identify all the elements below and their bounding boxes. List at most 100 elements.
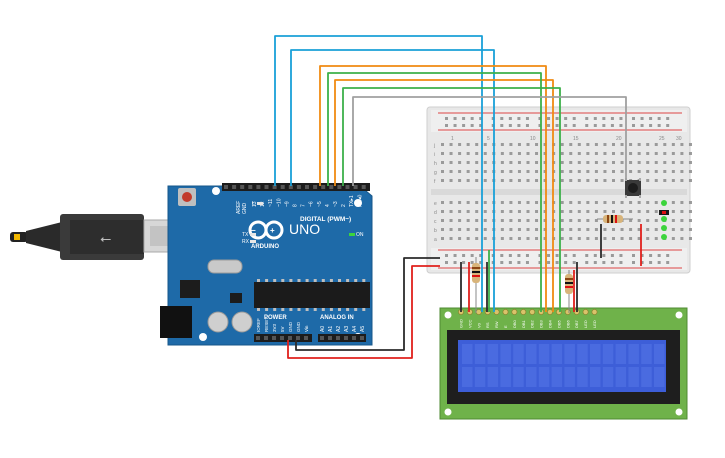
gnd-label: GND: [242, 203, 248, 215]
header-pin[interactable]: [288, 336, 292, 340]
header-pin[interactable]: [353, 185, 358, 189]
lcd-pin[interactable]: [564, 309, 571, 315]
lcd-cell: [564, 344, 575, 364]
rail-hole: [610, 124, 614, 127]
lcd-cell: [641, 367, 652, 387]
digital-pin-label: ~5: [317, 201, 323, 207]
push-button[interactable]: [625, 178, 641, 198]
rail-hole: [470, 261, 474, 264]
breadboard-hole: [577, 152, 581, 155]
header-pin[interactable]: [288, 185, 293, 189]
header-pin[interactable]: [224, 185, 228, 189]
reset-button[interactable]: [178, 188, 196, 206]
header-pin[interactable]: [336, 336, 340, 340]
header-pin[interactable]: [280, 336, 284, 340]
analog-header-label: ANALOG IN: [320, 315, 354, 321]
header-pin[interactable]: [305, 185, 309, 189]
power-pin-label: IOREF: [256, 318, 261, 332]
rail-hole: [619, 261, 623, 264]
header-pin[interactable]: [232, 185, 237, 189]
header-pin[interactable]: [240, 185, 245, 189]
breadboard-hole: [577, 179, 581, 182]
breadboard-hole: [535, 210, 539, 213]
header-pin[interactable]: [280, 185, 285, 189]
breadboard-hole: [680, 170, 684, 173]
header-pin[interactable]: [352, 336, 356, 340]
header-pin[interactable]: [248, 185, 253, 189]
header-pin[interactable]: [328, 336, 332, 340]
chip-pin: [273, 308, 277, 311]
breadboard-hole: [654, 210, 658, 213]
header-pin[interactable]: [321, 185, 326, 189]
power-pin-label: RESET: [264, 317, 269, 332]
breadboard-hole: [509, 228, 513, 231]
breadboard-hole: [637, 228, 641, 231]
header-pin[interactable]: [360, 336, 364, 340]
rail-hole: [500, 117, 504, 120]
header-pin[interactable]: [296, 185, 301, 189]
breadboard-hole: [680, 219, 684, 222]
breadboard-hole: [586, 143, 590, 146]
rail-hole: [547, 254, 551, 257]
rail-hole: [555, 124, 559, 127]
column-number: 25: [659, 136, 665, 142]
aref-label: AREF: [236, 201, 242, 214]
rail-hole: [538, 124, 542, 127]
breadboard-hole: [509, 143, 513, 146]
breadboard-hole: [560, 161, 564, 164]
lcd-pin[interactable]: [475, 309, 482, 315]
chip-pin: [329, 308, 333, 311]
header-pin[interactable]: [320, 336, 324, 340]
breadboard-hole: [688, 237, 692, 240]
lcd-pin[interactable]: [529, 309, 536, 315]
header-pin[interactable]: [272, 336, 276, 340]
breadboard-hole: [526, 201, 530, 204]
breadboard-hole: [466, 210, 470, 213]
breadboard-hole: [671, 179, 675, 182]
header-pin[interactable]: [329, 185, 334, 189]
header-pin[interactable]: [345, 185, 350, 189]
header-pin[interactable]: [313, 185, 318, 189]
lcd-pin[interactable]: [520, 309, 527, 315]
lcd-pin[interactable]: [511, 309, 518, 315]
header-pin[interactable]: [296, 336, 300, 340]
chip-pin: [289, 308, 293, 311]
header-pin[interactable]: [256, 336, 260, 340]
breadboard-hole: [688, 161, 692, 164]
lcd-pin[interactable]: [547, 309, 553, 315]
wire-orange: [334, 79, 554, 312]
breadboard-hole: [577, 210, 581, 213]
rail-hole: [517, 261, 521, 264]
header-pin[interactable]: [256, 185, 261, 189]
header-pin[interactable]: [361, 185, 366, 189]
row-letter-i: i: [434, 152, 435, 158]
rail-hole: [500, 261, 504, 264]
breadboard-hole: [509, 161, 513, 164]
row-letter-h: h: [434, 161, 437, 167]
header-pin[interactable]: [304, 336, 308, 340]
header-pin[interactable]: [344, 336, 348, 340]
chip-pin: [265, 308, 269, 311]
lcd-pin[interactable]: [591, 309, 598, 315]
breadboard-hole: [577, 201, 581, 204]
header-pin[interactable]: [264, 185, 269, 189]
header-pin[interactable]: [272, 185, 277, 189]
breadboard-hole: [577, 170, 581, 173]
breadboard-hole: [654, 201, 658, 204]
breadboard-hole: [458, 152, 462, 155]
rail-hole: [640, 261, 644, 264]
breadboard-hole: [458, 170, 462, 173]
power-jack[interactable]: [160, 306, 192, 338]
header-pin[interactable]: [337, 185, 342, 189]
lcd-pin[interactable]: [582, 309, 589, 315]
breadboard-hole: [603, 170, 607, 173]
lcd-pin[interactable]: [502, 309, 509, 315]
breadboard-hole: [671, 143, 675, 146]
tx-led: [250, 233, 256, 236]
rail-hole: [564, 254, 568, 257]
header-pin[interactable]: [264, 336, 268, 340]
breadboard-hole: [466, 201, 470, 204]
